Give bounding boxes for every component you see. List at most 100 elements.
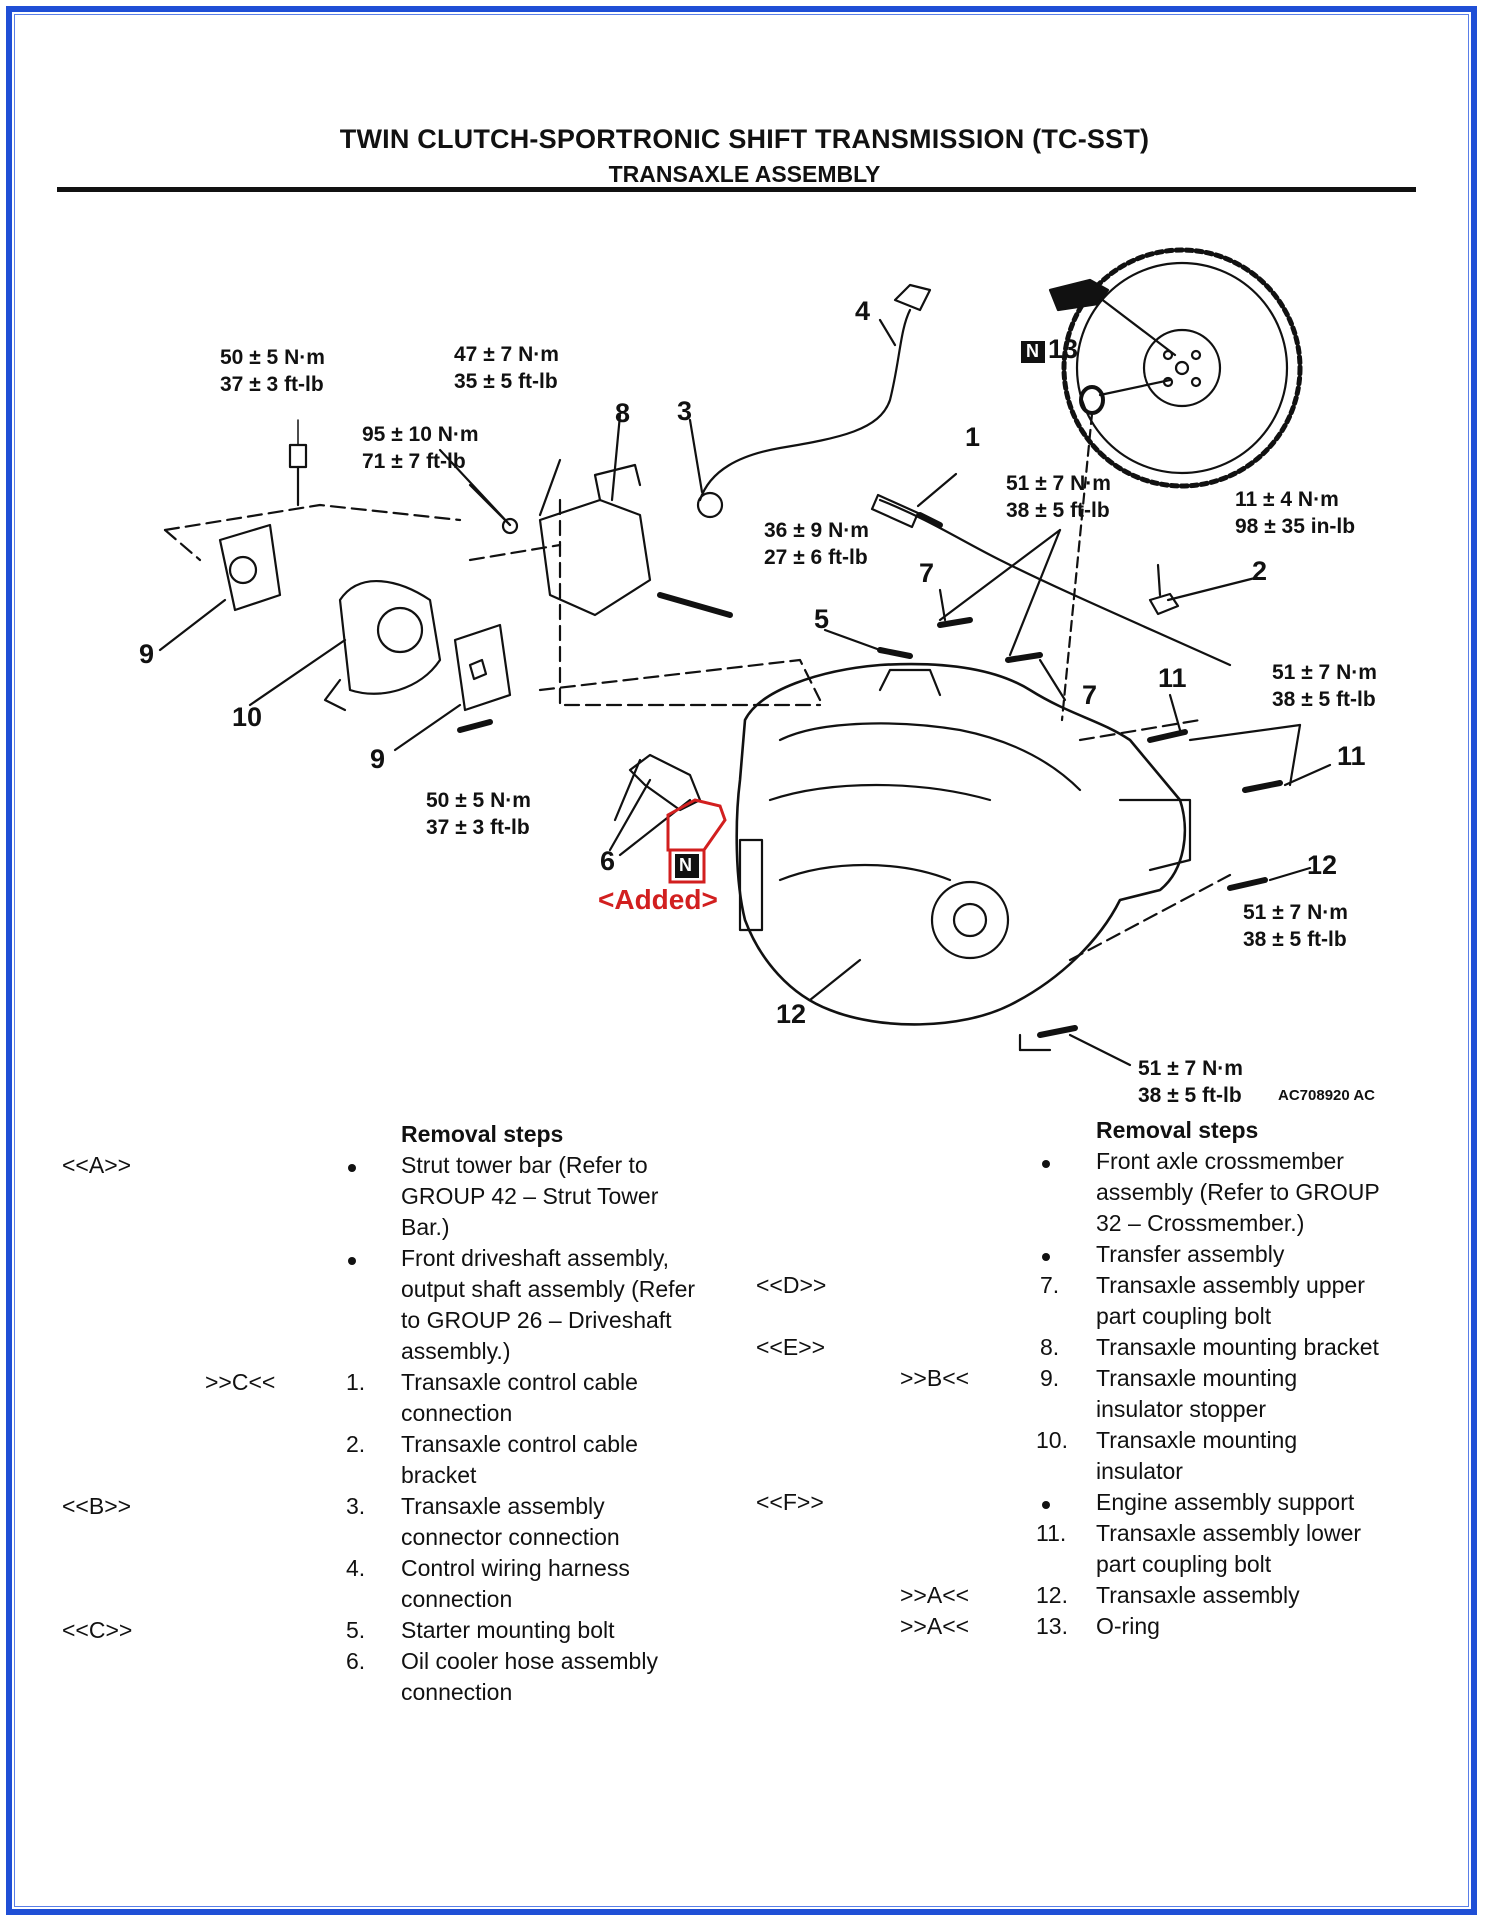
callout-11: 11 (1158, 663, 1187, 693)
step-number: 1. (346, 1369, 366, 1395)
callout-11: 11 (1337, 741, 1366, 771)
step-number: 12. (1036, 1582, 1068, 1608)
torque-ftlb: 38 ± 5 ft-lb (1243, 928, 1347, 951)
torque-ftlb: 35 ± 5 ft-lb (454, 370, 558, 393)
step-number: 10. (1036, 1427, 1068, 1453)
step-text: part coupling bolt (1096, 1303, 1272, 1329)
page-title: TWIN CLUTCH-SPORTRONIC SHIFT TRANSMISSIO… (339, 124, 1150, 154)
step-number: 9. (1040, 1365, 1060, 1391)
n-symbol-13 (1021, 341, 1045, 363)
torque-nm: 50 ± 5 N·m (220, 346, 325, 369)
step-bullet (1042, 1501, 1050, 1509)
page-frame (6, 6, 1477, 1915)
callout-9: 9 (370, 744, 386, 774)
step-marker: <<E>> (756, 1334, 826, 1360)
step-text: Transaxle mounting (1096, 1427, 1298, 1453)
step-text: Front axle crossmember (1096, 1148, 1344, 1174)
callout-7: 7 (1082, 680, 1098, 710)
step-marker: >>B<< (900, 1365, 970, 1391)
step-number: 7. (1040, 1272, 1060, 1298)
step-text: O-ring (1096, 1613, 1160, 1639)
step-text: Control wiring harness (401, 1555, 630, 1581)
step-bullet (348, 1257, 356, 1265)
torque-ftlb: 38 ± 5 ft-lb (1006, 499, 1110, 522)
step-marker: <<C>> (62, 1617, 133, 1643)
torque-ftlb: 38 ± 5 ft-lb (1272, 688, 1376, 711)
step-text: 32 – Crossmember.) (1096, 1210, 1305, 1236)
title-rule (57, 187, 1416, 192)
torque-nm: 50 ± 5 N·m (426, 789, 531, 812)
torque-nm: 51 ± 7 N·m (1006, 472, 1111, 495)
step-text: Transaxle mounting bracket (1096, 1334, 1379, 1360)
step-text: Transaxle mounting (1096, 1365, 1298, 1391)
step-text: connection (401, 1679, 513, 1705)
step-text: assembly (Refer to GROUP (1096, 1179, 1380, 1205)
callout-12: 12 (776, 999, 807, 1029)
page-subtitle: TRANSAXLE ASSEMBLY (608, 161, 881, 187)
step-text: Transfer assembly (1096, 1241, 1285, 1267)
step-text: Transaxle assembly upper (1096, 1272, 1365, 1298)
step-text: Engine assembly support (1096, 1489, 1355, 1515)
step-text: Transaxle control cable (401, 1431, 638, 1457)
added-highlight (666, 798, 727, 884)
step-bullet (348, 1164, 356, 1172)
step-text: Transaxle assembly lower (1096, 1520, 1362, 1546)
step-text: Transaxle assembly (1096, 1582, 1300, 1608)
step-text: insulator (1096, 1458, 1183, 1484)
step-marker: <<F>> (756, 1489, 824, 1515)
torque-nm: 95 ± 10 N·m (362, 423, 479, 446)
torque-nm: 51 ± 7 N·m (1243, 901, 1348, 924)
torque-ftlb: 37 ± 3 ft-lb (426, 816, 530, 839)
torque-ftlb: 27 ± 6 ft-lb (764, 546, 868, 569)
torque-ftlb: 37 ± 3 ft-lb (220, 373, 324, 396)
callout-6: 6 (600, 846, 616, 876)
step-text: Transaxle assembly (401, 1493, 605, 1519)
callout-1: 1 (965, 422, 981, 452)
step-text: Transaxle control cable (401, 1369, 638, 1395)
step-marker: <<D>> (756, 1272, 827, 1298)
torque-inlb: 98 ± 35 in-lb (1235, 515, 1356, 538)
step-text: bracket (401, 1462, 477, 1488)
step-number: 4. (346, 1555, 366, 1581)
step-bullet (1042, 1160, 1050, 1168)
step-text: insulator stopper (1096, 1396, 1267, 1422)
n-label-added: N (679, 855, 692, 875)
torque-nm: 51 ± 7 N·m (1272, 661, 1377, 684)
step-text: assembly.) (401, 1338, 511, 1364)
step-number: 5. (346, 1617, 366, 1643)
callout-10: 10 (232, 702, 263, 732)
steps-heading: Removal steps (1096, 1117, 1259, 1143)
step-text: connection (401, 1400, 513, 1426)
step-text: connection (401, 1586, 513, 1612)
callout-9: 9 (139, 639, 155, 669)
step-marker: >>C<< (205, 1369, 276, 1395)
torque-nm: 51 ± 7 N·m (1138, 1057, 1243, 1080)
step-number: 3. (346, 1493, 366, 1519)
step-text: Oil cooler hose assembly (401, 1648, 658, 1674)
callout-4: 4 (855, 296, 871, 326)
callout-2: 2 (1252, 556, 1268, 586)
image-code: AC708920 AC (1278, 1087, 1375, 1104)
callout-8: 8 (615, 398, 631, 428)
torque-ftlb: 71 ± 7 ft-lb (362, 450, 466, 473)
step-text: GROUP 42 – Strut Tower (401, 1183, 659, 1209)
callout-7: 7 (919, 558, 935, 588)
step-marker: <<A>> (62, 1152, 132, 1178)
step-text: Starter mounting bolt (401, 1617, 615, 1643)
step-text: Strut tower bar (Refer to (401, 1152, 648, 1178)
step-marker: <<B>> (62, 1493, 132, 1519)
step-marker: >>A<< (900, 1582, 970, 1608)
step-marker: >>A<< (900, 1613, 970, 1639)
step-number: 11. (1036, 1520, 1067, 1546)
step-number: 2. (346, 1431, 366, 1457)
callout-13: 13 (1048, 334, 1079, 364)
step-bullet (1042, 1253, 1050, 1261)
n-label-13: N (1026, 341, 1039, 361)
torque-nm: 11 ± 4 N·m (1235, 488, 1339, 511)
step-number: 13. (1036, 1613, 1068, 1639)
step-text: to GROUP 26 – Driveshaft (401, 1307, 672, 1333)
step-text: part coupling bolt (1096, 1551, 1272, 1577)
steps-heading: Removal steps (401, 1121, 564, 1147)
step-number: 6. (346, 1648, 366, 1674)
